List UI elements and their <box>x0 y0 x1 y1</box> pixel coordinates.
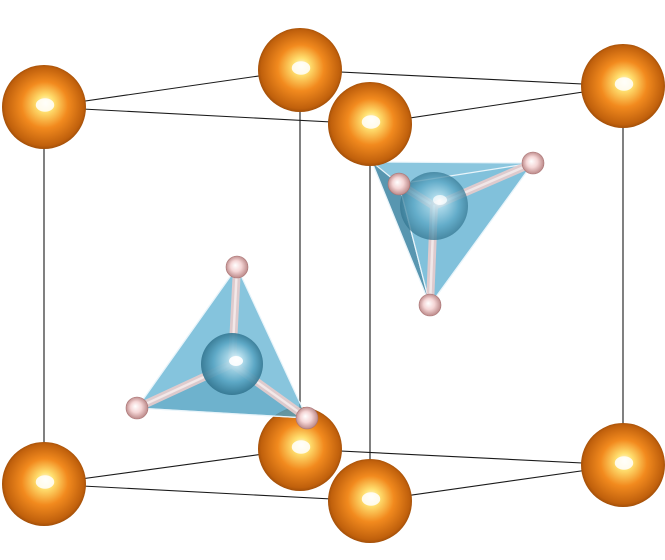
corner-atom-highlight <box>35 475 55 489</box>
corner-atom-highlight <box>291 61 311 75</box>
center-atom <box>400 172 468 240</box>
ligand-atom-sphere <box>387 172 411 196</box>
back-corner-atoms <box>258 28 342 491</box>
ligand-atom <box>125 396 149 420</box>
corner-atom <box>328 459 412 543</box>
corner-atom <box>258 28 342 112</box>
ligand-atom <box>387 172 411 196</box>
tetrahedral-unit-left <box>125 255 319 430</box>
cell-edge <box>43 483 371 502</box>
front-corner-atoms <box>2 44 665 543</box>
ligand-atom <box>225 255 249 279</box>
corner-atom-highlight <box>291 440 311 454</box>
ligand-atom <box>295 406 319 430</box>
corner-atom-highlight <box>361 115 381 129</box>
ligand-atom-sphere <box>521 151 545 175</box>
corner-atom <box>2 65 86 149</box>
unit-cell-back-edges <box>43 69 624 485</box>
cell-edge <box>299 69 624 87</box>
cell-edge <box>369 85 624 125</box>
cell-edge <box>43 106 371 125</box>
ligand-atom <box>521 151 545 175</box>
ligand-atom-sphere <box>418 293 442 317</box>
center-atom-highlight <box>433 195 447 205</box>
cell-edge <box>299 448 624 466</box>
cell-edge <box>43 448 301 485</box>
ligand-atom-sphere <box>295 406 319 430</box>
corner-atom <box>581 44 665 128</box>
corner-atom <box>581 423 665 507</box>
corner-atom <box>258 407 342 491</box>
corner-atom <box>328 82 412 166</box>
corner-atom-highlight <box>35 98 55 112</box>
tetrahedral-units <box>125 151 545 430</box>
unit-cell-front-edges <box>43 85 624 502</box>
ligand-atom <box>418 293 442 317</box>
center-atom-highlight <box>229 356 243 366</box>
cell-edge <box>369 464 624 502</box>
tetrahedral-unit-right <box>371 151 545 317</box>
corner-atom-highlight <box>361 492 381 506</box>
cell-edge <box>43 69 301 108</box>
corner-atom-highlight <box>614 77 634 91</box>
corner-atom-highlight <box>614 456 634 470</box>
corner-atom <box>2 442 86 526</box>
ligand-atom-sphere <box>125 396 149 420</box>
ligand-atom-sphere <box>225 255 249 279</box>
